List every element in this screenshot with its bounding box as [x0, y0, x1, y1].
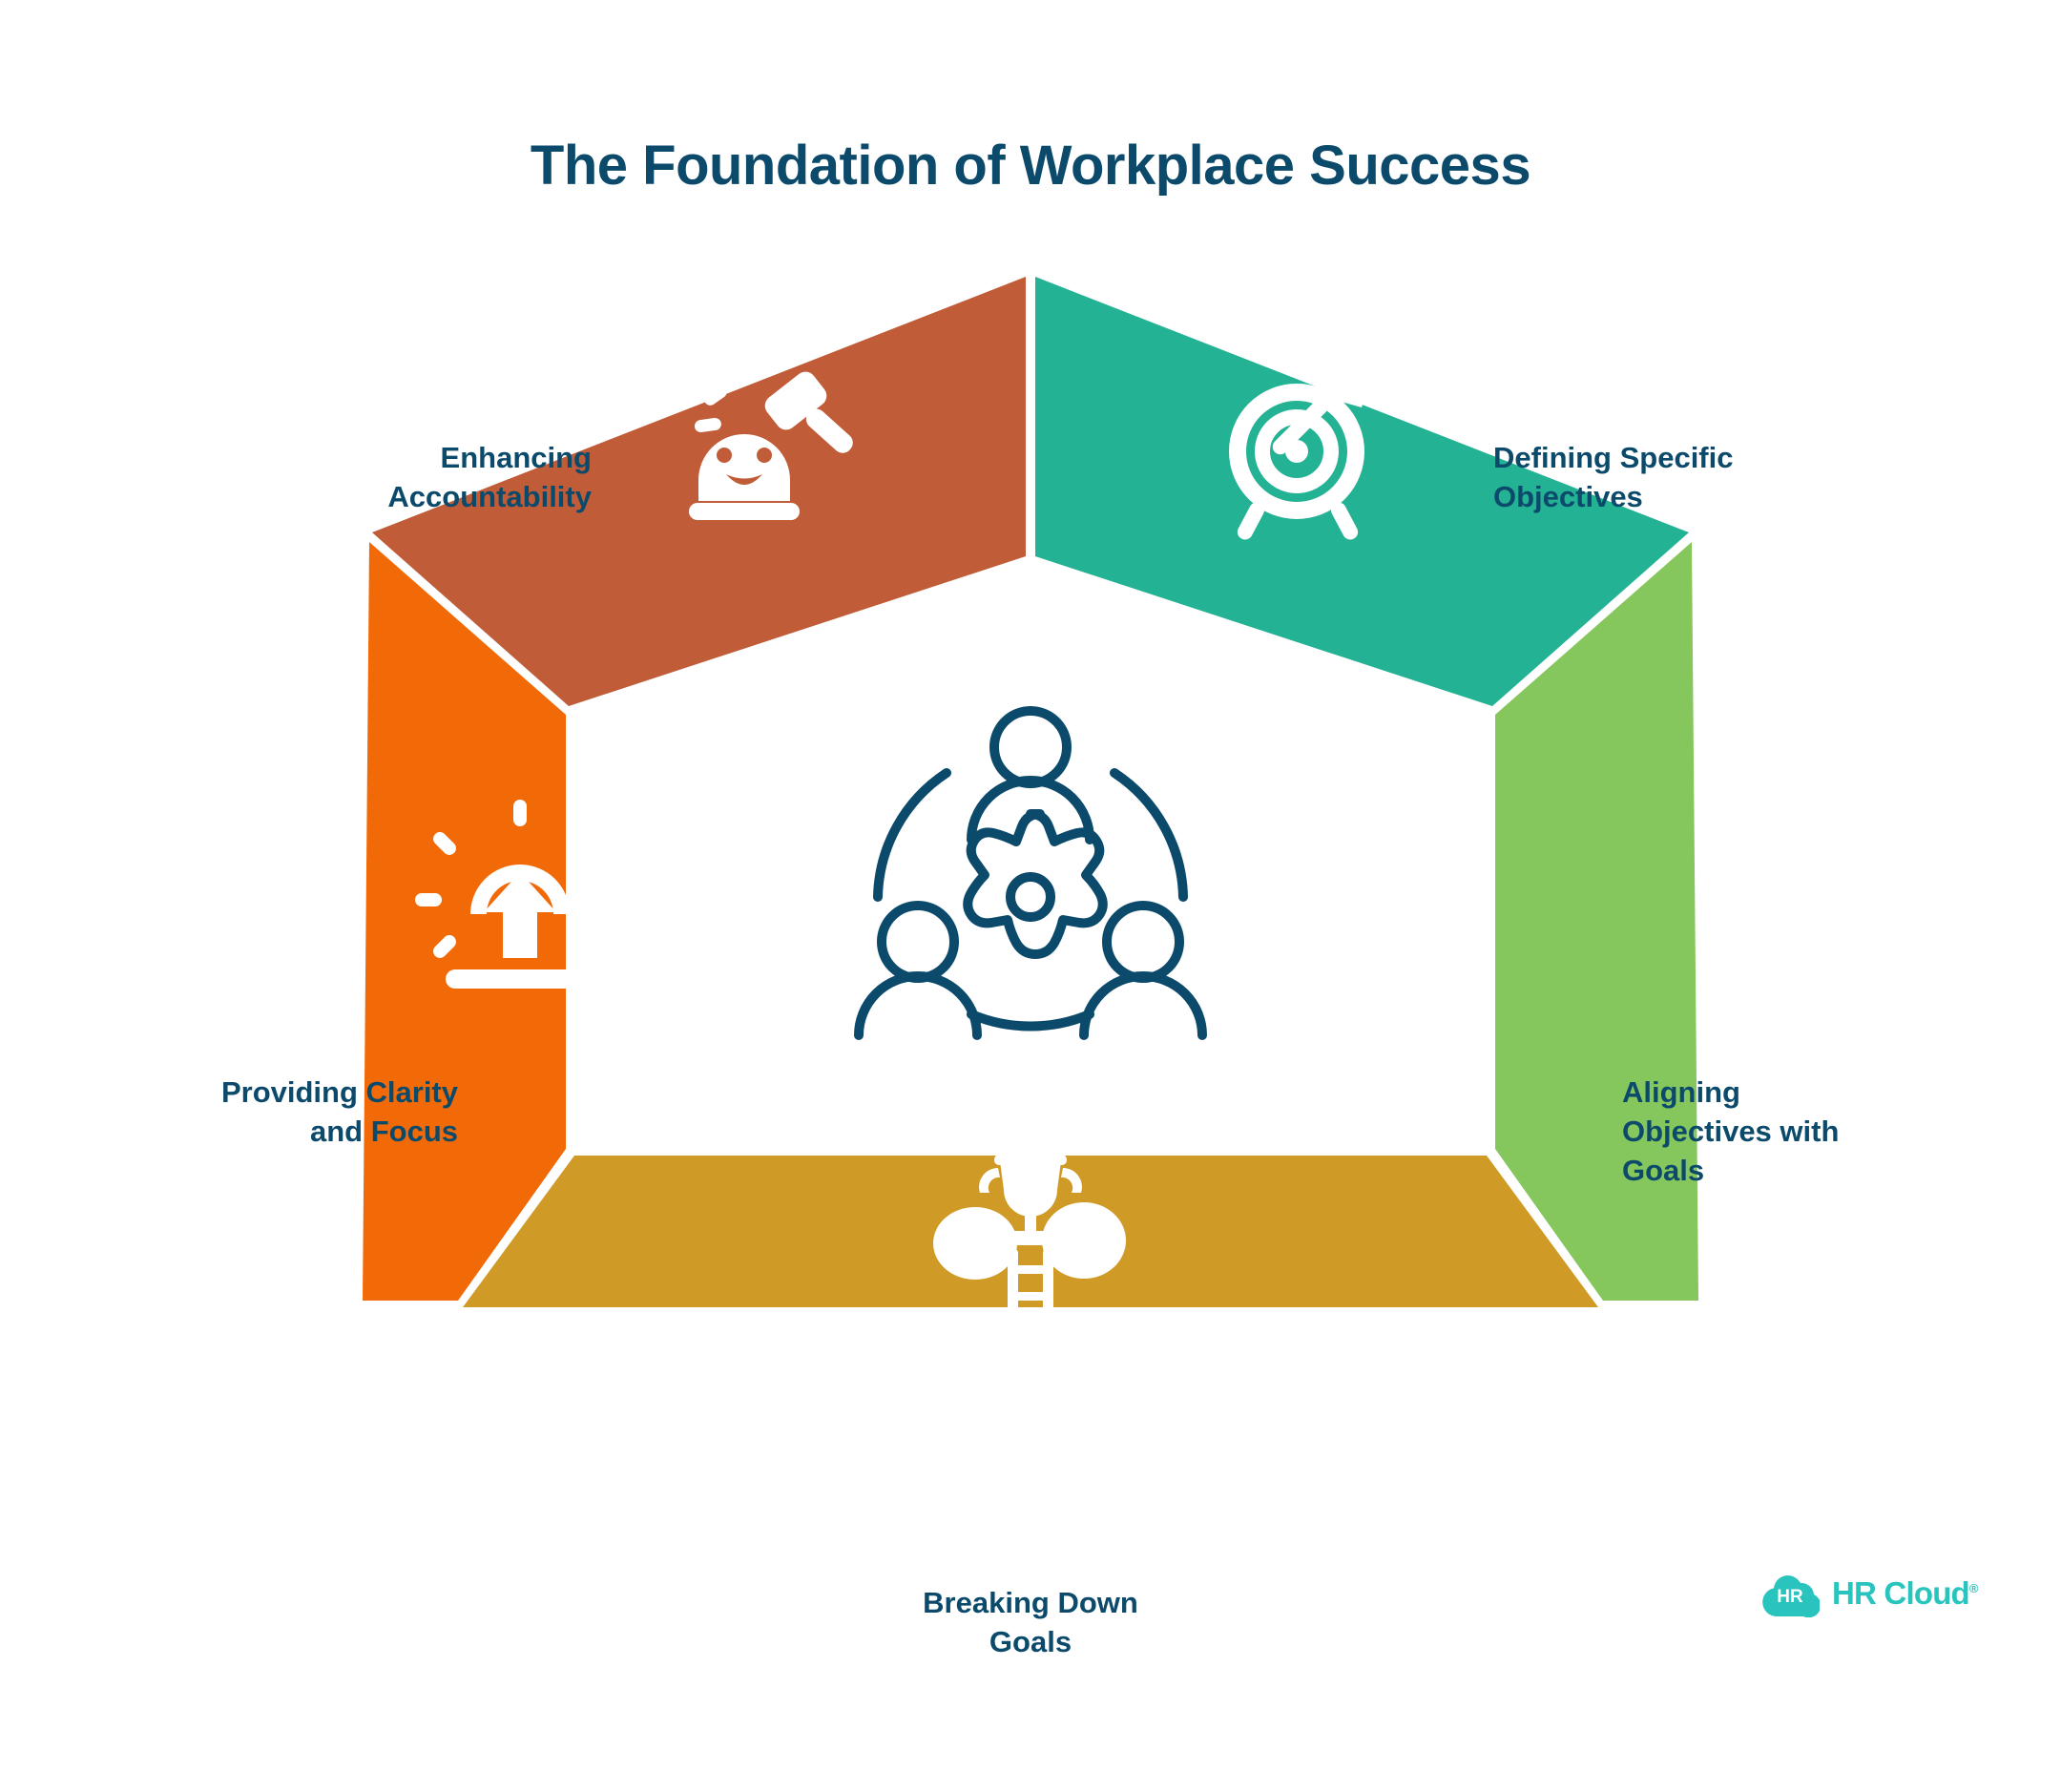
- page-title: The Foundation of Workplace Success: [530, 135, 1531, 197]
- segment-providing-clarity-and-focus[interactable]: [363, 542, 566, 1301]
- label-line: Goals: [989, 1624, 1072, 1658]
- label-breaking-down-goals: Breaking Down Goals: [744, 1584, 1317, 1662]
- label-line: Providing Clarity: [220, 1075, 458, 1109]
- label-defining-specific-objectives: Defining Specific Objectives: [1493, 439, 1951, 517]
- label-line: Objectives with: [1622, 1114, 1840, 1148]
- person-target-icon: [1315, 804, 1488, 972]
- label-line: Accountability: [387, 479, 592, 513]
- label-line: and Focus: [309, 1114, 458, 1148]
- target-arrow-icon: [1229, 360, 1373, 540]
- cloud-icon: HR: [1762, 1574, 1820, 1617]
- segment-defining-specific-objectives[interactable]: [1035, 277, 1689, 706]
- hr-cloud-logo[interactable]: HR HR Cloud®: [1760, 1563, 1978, 1624]
- label-line: Goals: [1622, 1153, 1705, 1187]
- sun-arrow-icon: [415, 800, 625, 989]
- label-line: Objectives: [1493, 479, 1643, 513]
- label-line: Breaking Down: [923, 1586, 1138, 1619]
- gavel-bell-icon: [689, 371, 853, 520]
- logo-wordmark-text: HR Cloud: [1832, 1575, 1970, 1611]
- trophy-ladder-icon: [933, 1155, 1126, 1351]
- label-line: Enhancing: [440, 441, 592, 474]
- label-line: Aligning: [1622, 1075, 1740, 1109]
- logo-wordmark: HR Cloud®: [1832, 1575, 1978, 1612]
- label-enhancing-accountability: Enhancing Accountability: [114, 439, 592, 517]
- label-aligning-objectives-with-goals: Aligning Objectives with Goals: [1622, 1073, 2042, 1191]
- label-providing-clarity-and-focus: Providing Clarity and Focus: [57, 1073, 458, 1152]
- registered-mark: ®: [1968, 1581, 1979, 1595]
- segment-aligning-objectives-with-goals[interactable]: [1495, 542, 1698, 1301]
- logo-badge-text: HR: [1777, 1587, 1803, 1607]
- label-line: Defining Specific: [1493, 441, 1734, 474]
- team-collaboration-icon: [854, 706, 1207, 1040]
- pentagon-diagram: [363, 277, 1698, 1351]
